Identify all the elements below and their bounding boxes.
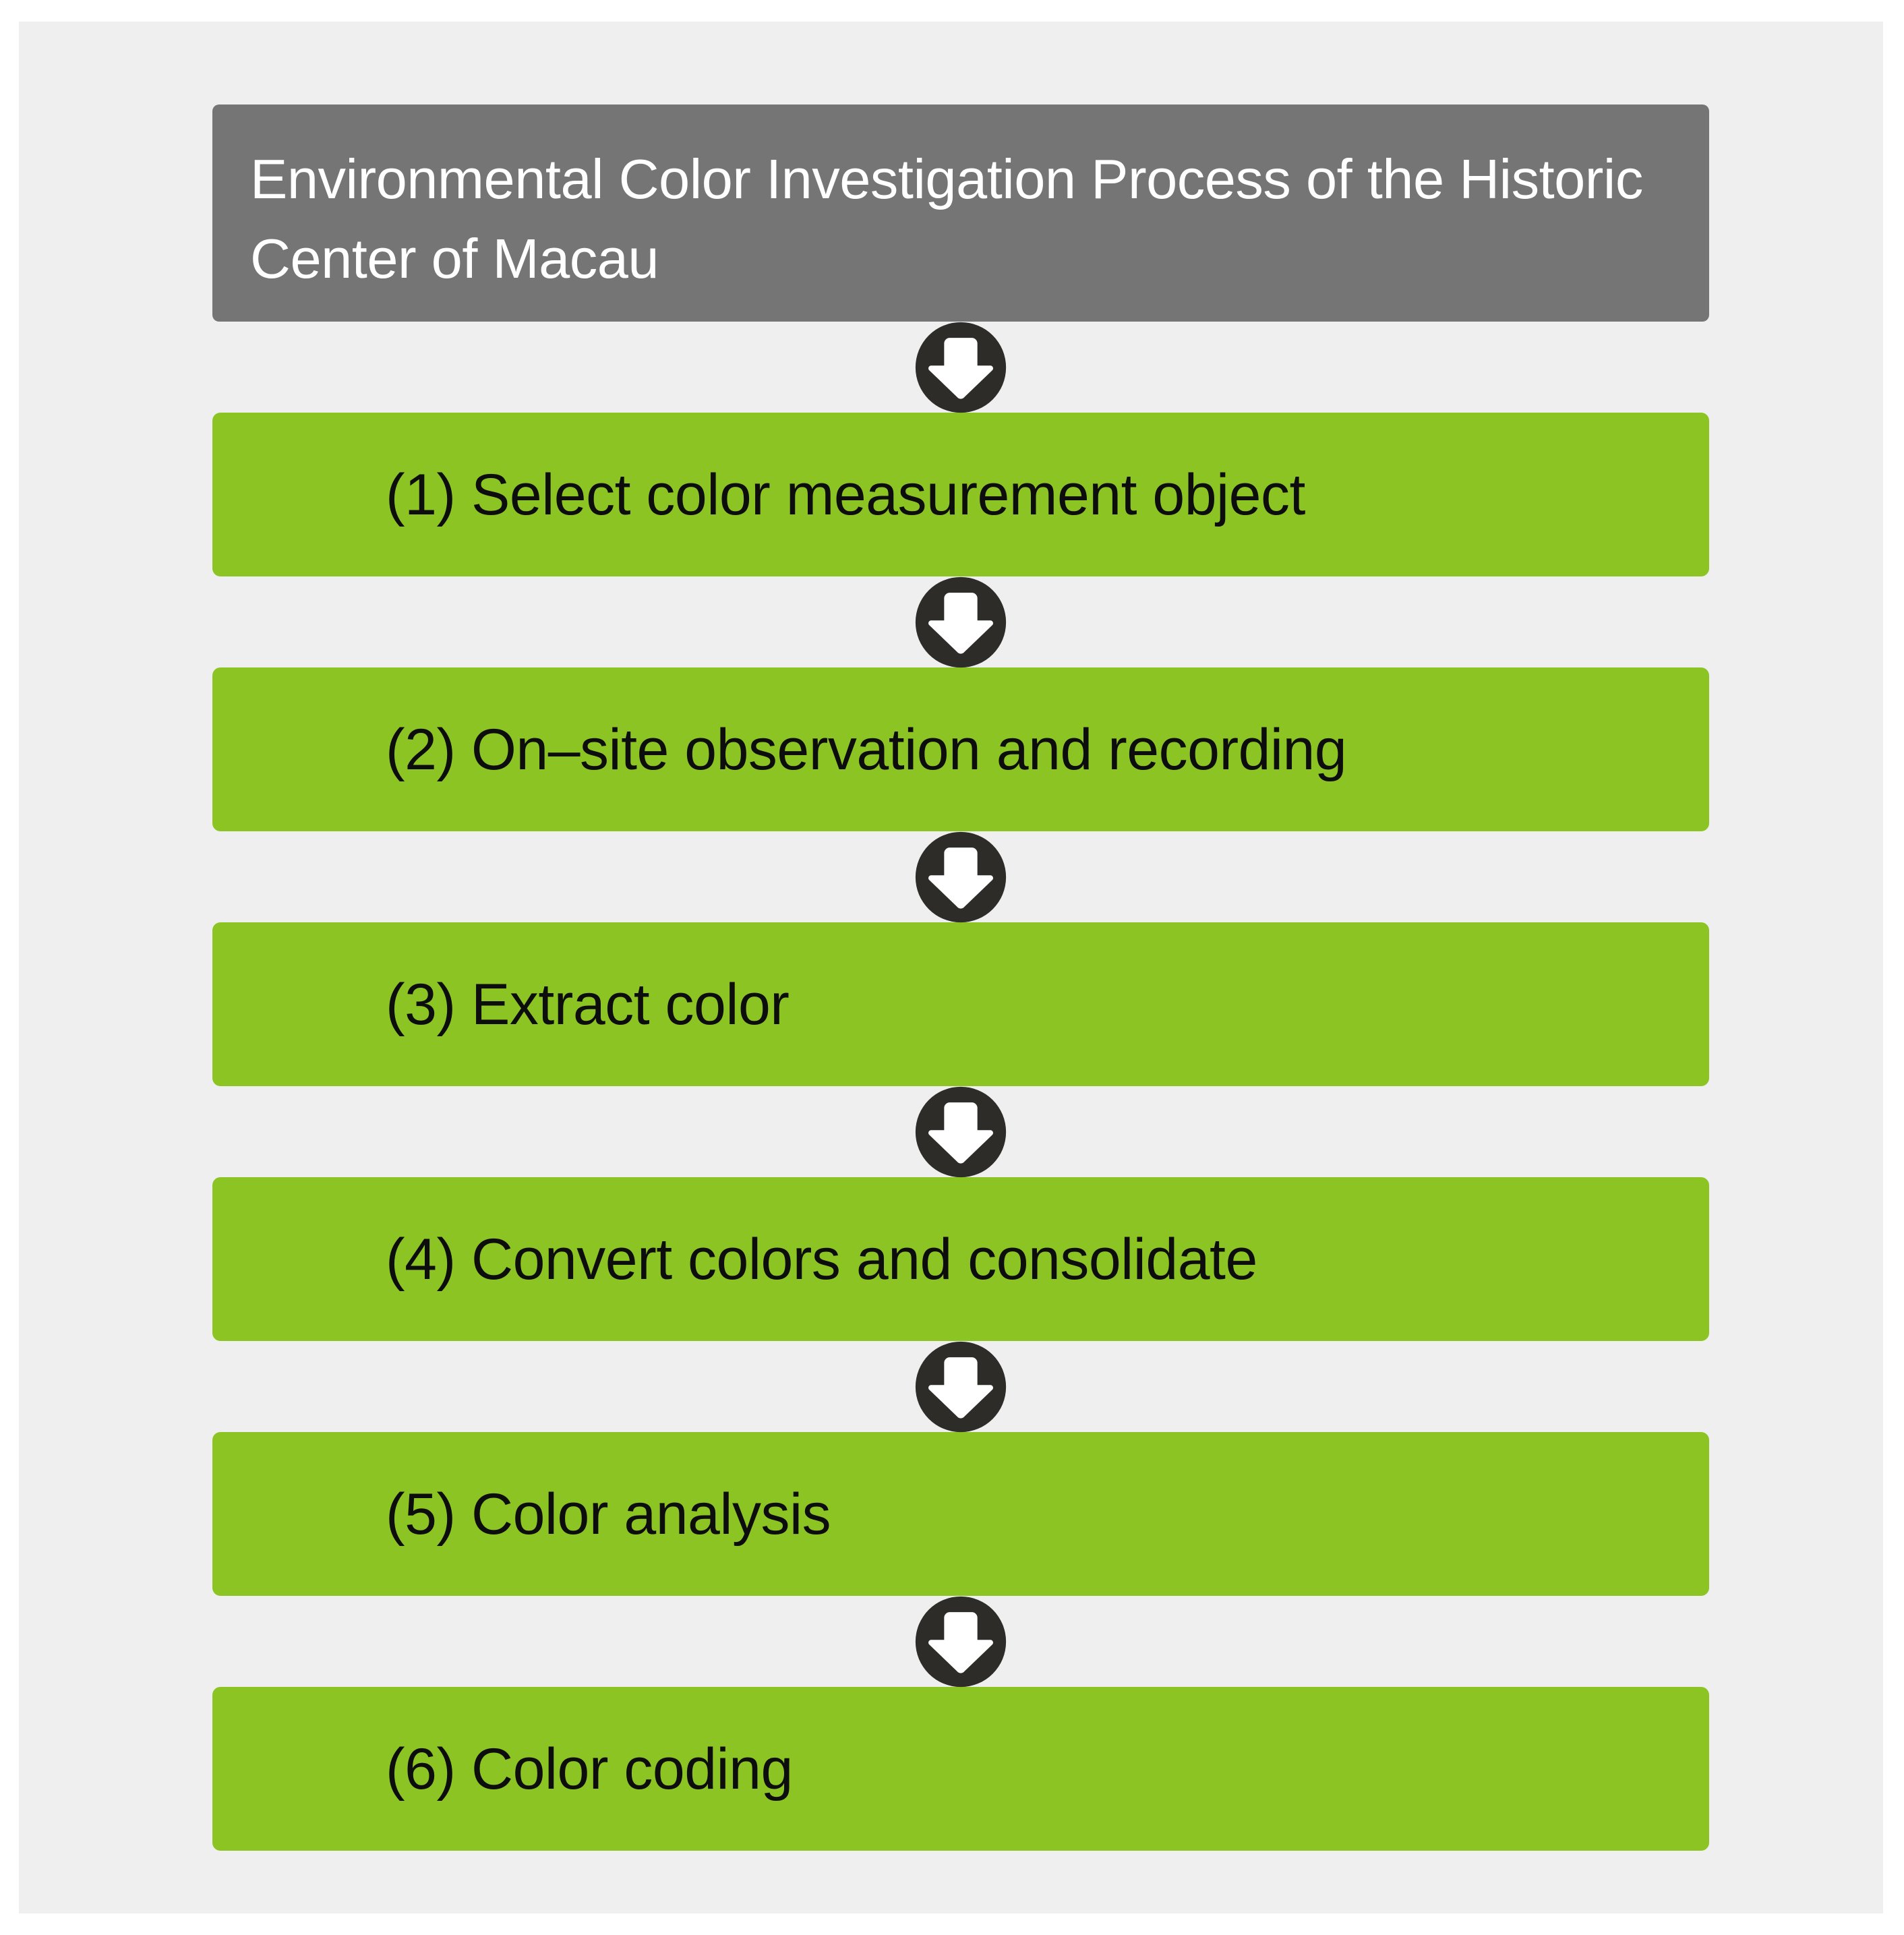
down-arrow-icon <box>915 576 1007 667</box>
down-arrow-icon <box>915 831 1007 922</box>
step-label-3: (3) Extract color <box>386 972 790 1037</box>
step-box-3: (3) Extract color <box>212 922 1709 1086</box>
flowchart-header: Environmental Color Investigation Proces… <box>212 105 1709 322</box>
down-arrow-icon <box>915 322 1007 413</box>
page-title: Environmental Color Investigation Proces… <box>250 148 1643 290</box>
step-label-2: (2) On–site observation and recording <box>386 717 1347 782</box>
down-arrow-icon <box>915 1341 1007 1432</box>
step-label-5: (5) Color analysis <box>386 1481 831 1547</box>
connector-arrow-5 <box>212 1341 1709 1432</box>
step-label-6: (6) Color coding <box>386 1736 793 1802</box>
connector-arrow-4 <box>212 1086 1709 1177</box>
connector-arrow-6 <box>212 1596 1709 1687</box>
connector-arrow-2 <box>212 576 1709 667</box>
process-flow: Environmental Color Investigation Proces… <box>212 105 1709 1851</box>
step-box-6: (6) Color coding <box>212 1687 1709 1851</box>
step-label-4: (4) Convert colors and consolidate <box>386 1226 1257 1292</box>
diagram-canvas: Environmental Color Investigation Proces… <box>19 22 1883 1913</box>
down-arrow-icon <box>915 1086 1007 1177</box>
connector-arrow-3 <box>212 831 1709 922</box>
step-box-2: (2) On–site observation and recording <box>212 667 1709 831</box>
step-box-5: (5) Color analysis <box>212 1432 1709 1596</box>
down-arrow-icon <box>915 1596 1007 1687</box>
connector-arrow-1 <box>212 322 1709 413</box>
step-box-4: (4) Convert colors and consolidate <box>212 1177 1709 1341</box>
step-box-1: (1) Select color measurement object <box>212 413 1709 576</box>
step-label-1: (1) Select color measurement object <box>386 462 1305 527</box>
